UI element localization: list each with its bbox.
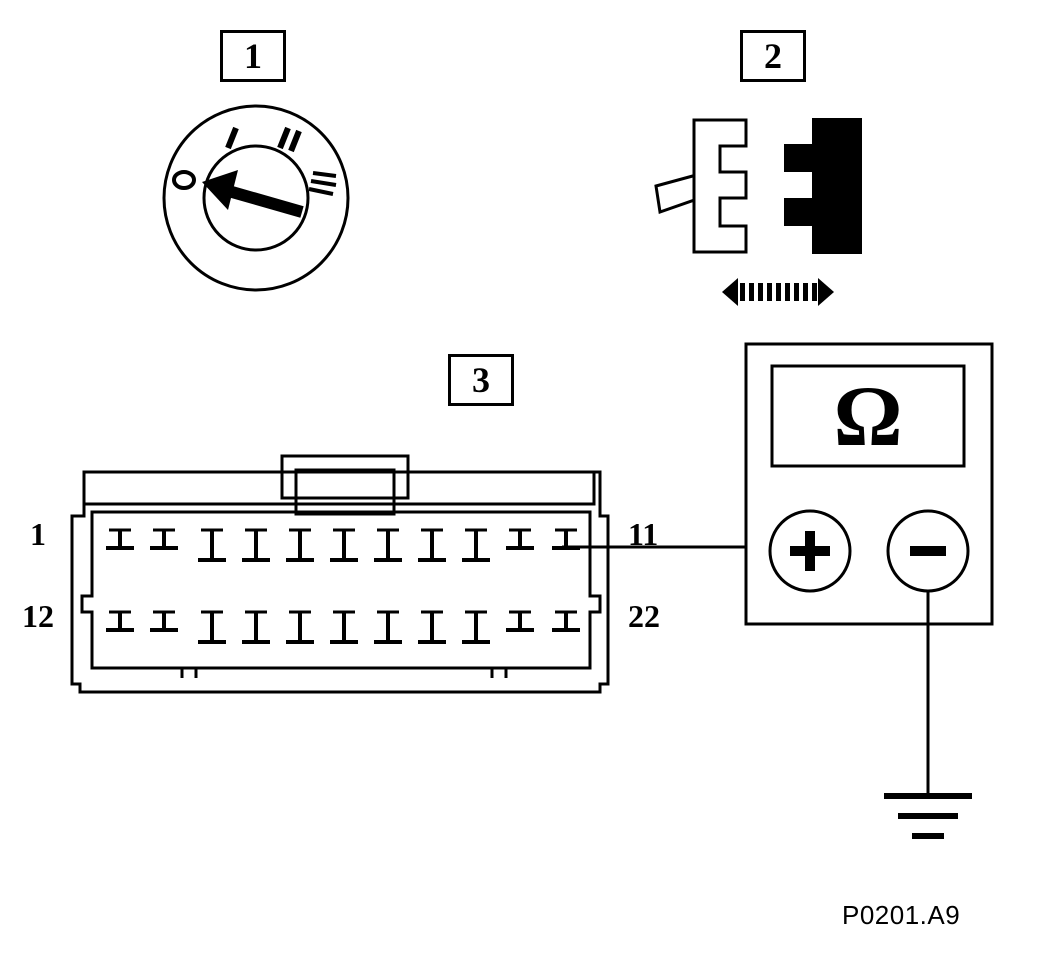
connector-pin xyxy=(506,610,534,632)
connector-pin xyxy=(198,610,226,644)
multimeter-icon xyxy=(744,342,994,626)
connector-pin xyxy=(242,528,270,562)
ground-icon xyxy=(884,591,972,839)
connector-pin xyxy=(552,528,580,550)
pin-label-1: 1 xyxy=(30,516,46,552)
connector-pin xyxy=(418,528,446,562)
connector-pin xyxy=(506,528,534,550)
connector-pin xyxy=(374,610,402,644)
ignition-switch-icon xyxy=(162,104,350,292)
connector-face xyxy=(70,454,610,694)
pin-label-12: 12 xyxy=(22,598,54,634)
minus-icon xyxy=(910,546,946,556)
connector-pin xyxy=(150,610,178,632)
connector-pin xyxy=(286,610,314,644)
connector-pin xyxy=(374,528,402,562)
ohm-symbol: Ω xyxy=(833,368,903,464)
connector-pin xyxy=(330,610,358,644)
connector-pin xyxy=(462,610,490,644)
pin-label-11: 11 xyxy=(628,516,659,552)
connector-pin xyxy=(150,528,178,550)
connector-pin xyxy=(198,528,226,562)
step-2-label: 2 xyxy=(740,30,806,82)
connector-pin xyxy=(286,528,314,562)
pin-label-22: 22 xyxy=(628,598,660,634)
connector-pin xyxy=(242,610,270,644)
connector-pin xyxy=(418,610,446,644)
step-1-label: 1 xyxy=(220,30,286,82)
reference-code: P0201.A9 xyxy=(842,900,961,930)
double-arrow-icon xyxy=(722,278,834,306)
connector-pins xyxy=(106,528,580,644)
connector-pin xyxy=(330,528,358,562)
connector-pin xyxy=(106,528,134,550)
connector-pin xyxy=(552,610,580,632)
connector-pin xyxy=(106,610,134,632)
step-3-label: 3 xyxy=(448,354,514,406)
connector-disconnect-icon xyxy=(654,118,862,306)
connector-pin xyxy=(462,528,490,562)
